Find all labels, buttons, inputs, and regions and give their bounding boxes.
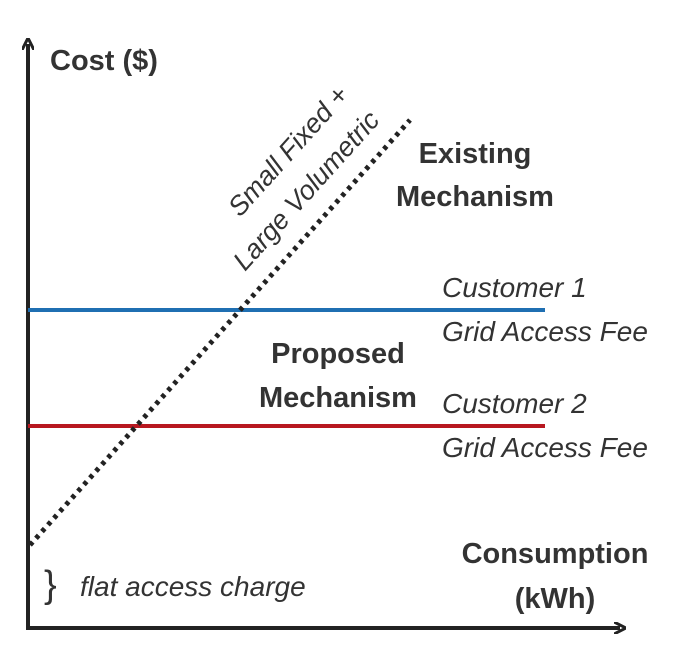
x-axis-label-line2: (kWh) <box>515 583 596 615</box>
existing-label-line2: Mechanism <box>396 181 554 213</box>
y-axis-label: Cost ($) <box>50 45 158 77</box>
existing-label-line1: Existing <box>419 138 532 170</box>
flat-charge-label: flat access charge <box>80 571 306 602</box>
customer2-label-line1: Customer 2 <box>442 388 587 419</box>
existing-mechanism-dotted-line <box>28 118 412 547</box>
brace-symbol: } <box>44 564 57 606</box>
customer1-label-line2: Grid Access Fee <box>442 316 648 347</box>
customer1-label-line1: Customer 1 <box>442 272 587 303</box>
proposed-label-line2: Mechanism <box>259 382 417 414</box>
x-axis-label-line1: Consumption <box>462 538 649 570</box>
customer2-label-line2: Grid Access Fee <box>442 432 648 463</box>
proposed-label-line1: Proposed <box>271 338 405 370</box>
